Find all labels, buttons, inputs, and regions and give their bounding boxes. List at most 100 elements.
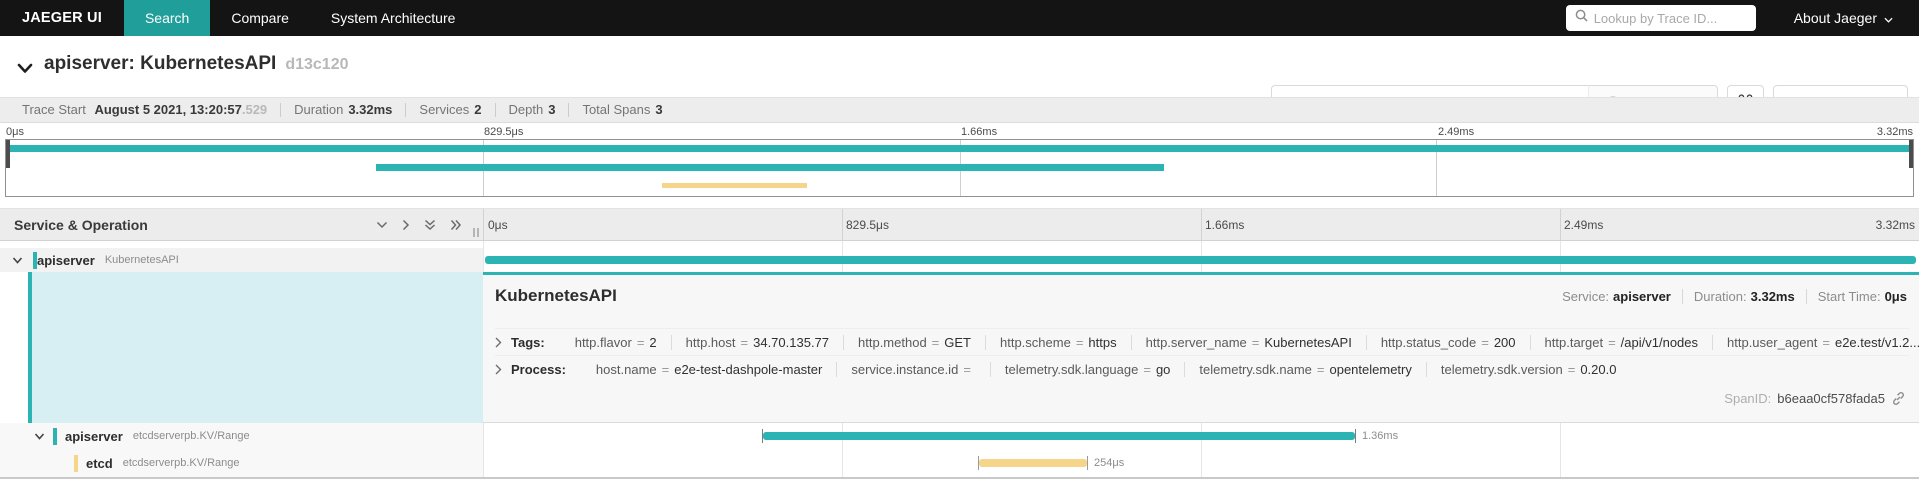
span-duration-bar[interactable] [485, 256, 1916, 264]
span-color-indicator [74, 454, 78, 472]
span-detail-left-highlight[interactable] [28, 272, 483, 423]
summary-trace-start: Trace Start August 5 2021, 13:20:57.529 [9, 102, 282, 117]
nav-item-search[interactable]: Search [123, 0, 211, 36]
span-id-value: b6eaa0cf578fada5 [1777, 391, 1885, 406]
collapse-one-icon[interactable] [376, 221, 388, 229]
process-kv: telemetry.sdk.version=0.20.0 [1425, 361, 1631, 377]
service-label: Service: [1562, 288, 1610, 304]
collapse-trace-chevron-icon[interactable] [17, 61, 33, 79]
trace-start-value: August 5 2021, 13:20:57 [94, 102, 242, 117]
span-operation-name: etcdserverpb.KV/Range [122, 457, 240, 469]
minimap-tick: 1.66ms [961, 126, 998, 138]
span-bar-tick [978, 456, 979, 470]
about-jaeger-menu[interactable]: About Jaeger [1794, 10, 1893, 26]
tag-kv: http.user_agent=e2e.test/v1.2... [1712, 334, 1919, 350]
expand-tags-chevron-icon[interactable] [495, 337, 502, 348]
tag-kv: http.scheme=https [985, 334, 1131, 350]
duration-label: Duration [294, 102, 344, 117]
jaeger-logo[interactable]: JAEGER UI [22, 10, 102, 26]
start-time-label: Start Time: [1817, 288, 1881, 304]
tag-kv: http.flavor=2 [574, 334, 657, 350]
timeline-gridline [1560, 209, 1561, 240]
minimap-left-drag-handle[interactable] [6, 140, 10, 168]
minimap-right-drag-handle[interactable] [1909, 140, 1913, 168]
span-bar-tick [1355, 429, 1356, 443]
minimap-tick: 829.5μs [484, 126, 524, 138]
expand-process-chevron-icon[interactable] [495, 364, 502, 375]
collapse-children-chevron-icon[interactable] [12, 256, 23, 264]
span-color-indicator [53, 427, 57, 445]
span-service-name: etcd [86, 455, 113, 471]
span-duration-bar[interactable] [979, 459, 1087, 467]
minimap-viewport[interactable] [5, 139, 1914, 197]
process-label: Process: [511, 361, 566, 377]
span-detail-overview: Service:apiserver Duration:3.32ms Start … [1551, 288, 1907, 304]
collapse-children-chevron-icon[interactable] [34, 432, 45, 440]
column-resize-handle[interactable] [473, 228, 479, 237]
span-duration-label: 1.36ms [1362, 430, 1399, 442]
span-detail-title: KubernetesAPI [495, 286, 617, 305]
span-id-label: SpanID: [1724, 391, 1772, 406]
total-spans-label: Total Spans [582, 102, 651, 117]
minimap-span-bar-etcd [662, 183, 807, 188]
span-color-indicator [33, 251, 37, 269]
trace-start-label: Trace Start [22, 102, 86, 117]
tag-kv: http.target=/api/v1/nodes [1529, 334, 1712, 350]
minimap-gridline [1436, 140, 1438, 196]
nav-item-system-architecture[interactable]: System Architecture [330, 10, 456, 26]
timeline-gridline [842, 209, 843, 240]
copy-link-icon[interactable] [1891, 391, 1906, 406]
span-bar-tick [762, 429, 763, 443]
span-duration-bar[interactable] [763, 432, 1355, 440]
trace-id-lookup-input[interactable] [1593, 10, 1747, 26]
span-service-name: apiserver [65, 428, 123, 444]
process-row[interactable]: Process: host.name=e2e-test-dashpole-mas… [495, 355, 1909, 382]
timeline-tick: 1.66ms [1205, 218, 1245, 232]
span-row-kubernetesapi[interactable]: apiserver KubernetesAPI [0, 248, 1919, 272]
timeline-gridline [1201, 209, 1202, 240]
span-row-apiserver-etcd-range[interactable]: apiserver etcdserverpb.KV/Range 1.36ms [0, 423, 1919, 449]
service-value: apiserver [1613, 288, 1671, 304]
trace-summary-bar: Trace Start August 5 2021, 13:20:57.529 … [0, 97, 1919, 123]
services-value: 2 [474, 102, 482, 117]
tags-row[interactable]: Tags: http.flavor=2 http.host=34.70.135.… [495, 328, 1919, 355]
duration-value: 3.32ms [348, 102, 393, 117]
rows-bottom-border [0, 477, 1919, 479]
timeline-tick: 2.49ms [1564, 218, 1604, 232]
tag-kv: http.server_name=KubernetesAPI [1130, 334, 1366, 350]
duration-label: Duration: [1693, 288, 1747, 304]
depth-label: Depth [508, 102, 544, 117]
span-name-cell[interactable]: apiserver etcdserverpb.KV/Range [0, 423, 483, 449]
overview-duration: Duration:3.32ms [1683, 288, 1807, 304]
trace-id-short: d13c120 [285, 56, 349, 73]
tag-kv: http.status_code=200 [1365, 334, 1530, 350]
overview-service: Service:apiserver [1551, 288, 1683, 304]
timeline-tick: 829.5μs [846, 218, 889, 232]
span-detail-panel: KubernetesAPI Service:apiserver Duration… [483, 272, 1919, 423]
span-name-cell[interactable]: etcd etcdserverpb.KV/Range [0, 449, 483, 477]
span-operation-name: KubernetesAPI [104, 254, 179, 266]
span-row-etcd-range[interactable]: etcd etcdserverpb.KV/Range 254μs [0, 449, 1919, 477]
top-nav: JAEGER UI Search Compare System Architec… [0, 0, 1919, 36]
tag-kv: http.host=34.70.135.77 [670, 334, 843, 350]
expand-all-icon[interactable] [450, 219, 462, 231]
span-detail-header: KubernetesAPI Service:apiserver Duration… [495, 286, 1907, 306]
timeline-minimap: 0μs 829.5μs 1.66ms 2.49ms 3.32ms [0, 123, 1919, 202]
start-time-value: 0μs [1884, 288, 1907, 304]
collapse-controls [376, 209, 462, 240]
nav-item-compare[interactable]: Compare [231, 10, 289, 26]
collapse-all-icon[interactable] [424, 219, 436, 231]
search-icon [1575, 9, 1588, 27]
timeline-tick: 3.32ms [1875, 218, 1915, 232]
span-table-header: Service & Operation 0μs 829.5μs 1.66ms 2… [0, 208, 1919, 241]
span-service-name: apiserver [37, 252, 95, 268]
expand-one-icon[interactable] [402, 219, 410, 231]
span-name-cell[interactable]: apiserver KubernetesAPI [0, 248, 483, 272]
column-divider [483, 209, 484, 240]
